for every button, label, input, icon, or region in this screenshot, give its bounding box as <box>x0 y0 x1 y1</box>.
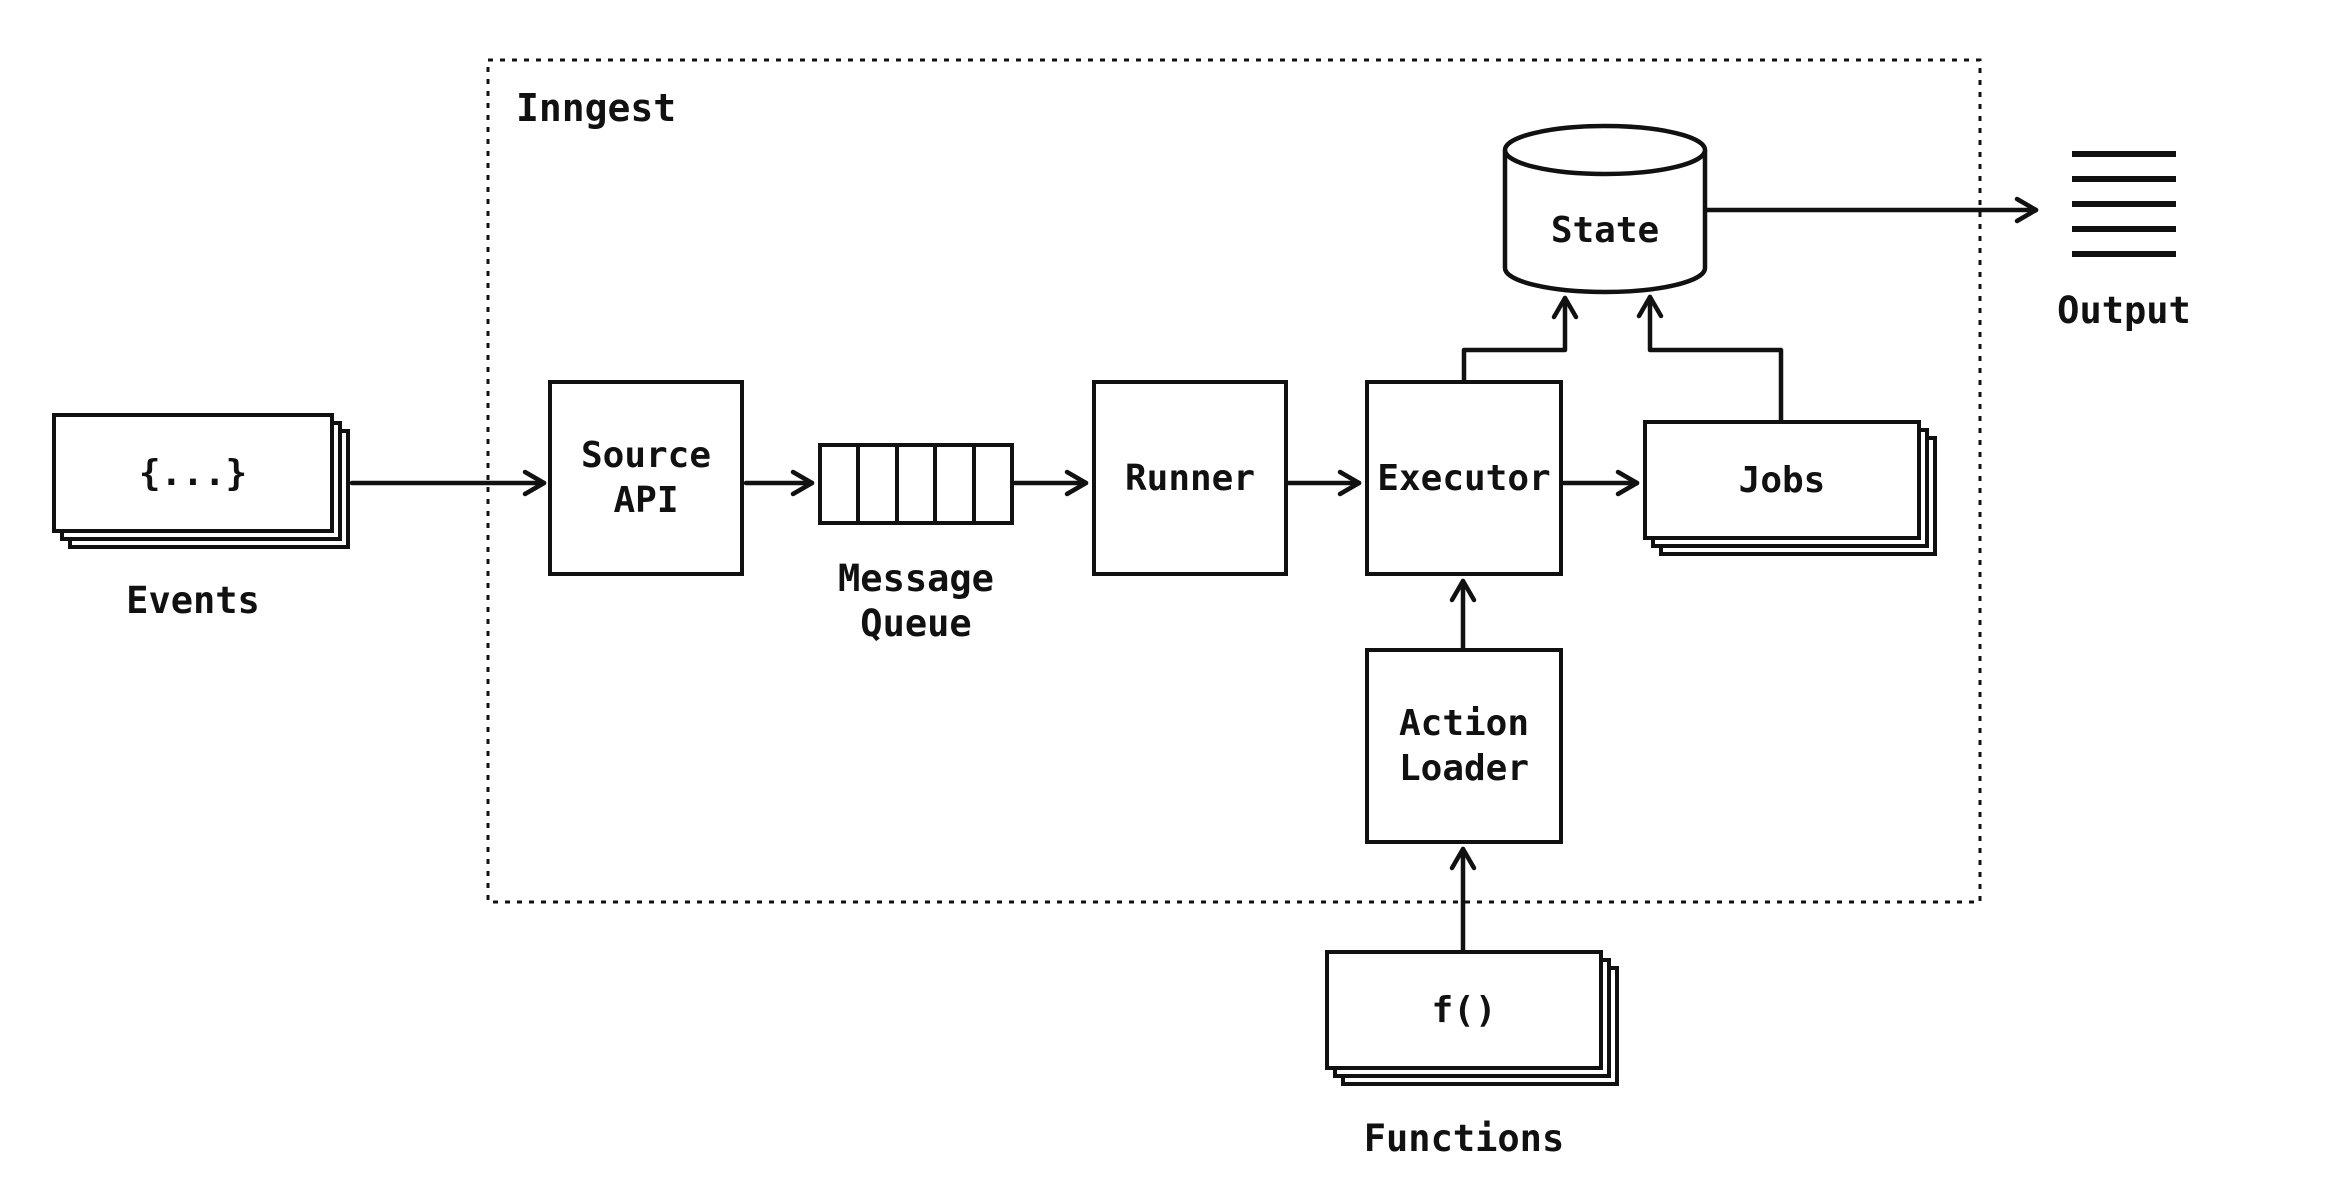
jobs-stack: Jobs <box>1643 420 1937 556</box>
executor-node: Executor <box>1365 380 1563 576</box>
events-card: {...} <box>52 413 334 533</box>
arrow-executor-to-state <box>1461 295 1579 383</box>
functions-label: Functions <box>1363 1117 1565 1160</box>
events-label: Events <box>126 579 260 622</box>
functions-card: f() <box>1325 950 1603 1070</box>
jobs-text: Jobs <box>1738 459 1826 501</box>
message-queue-cell <box>933 447 971 521</box>
jobs-card: Jobs <box>1643 420 1921 540</box>
message-queue-label: Message Queue <box>838 557 994 646</box>
events-card-text: {...} <box>138 452 248 494</box>
message-queue-node <box>818 443 1014 525</box>
message-queue-cell <box>856 447 894 521</box>
source-api-node: Source API <box>548 380 744 576</box>
runner-text: Runner <box>1124 457 1256 499</box>
events-stack: {...} <box>52 413 350 549</box>
functions-card-text: f() <box>1431 989 1497 1031</box>
action-loader-text: Action Loader <box>1398 703 1530 789</box>
state-text: State <box>1550 210 1660 251</box>
output-icon <box>2072 151 2176 257</box>
functions-stack: f() <box>1325 950 1619 1086</box>
output-label: Output <box>2057 289 2191 332</box>
message-queue-cell <box>822 447 856 521</box>
inngest-group-label: Inngest <box>516 86 677 130</box>
source-api-text: Source API <box>580 435 712 521</box>
executor-text: Executor <box>1377 457 1551 499</box>
runner-node: Runner <box>1092 380 1288 576</box>
message-queue-cell <box>894 447 933 521</box>
state-cylinder <box>1502 123 1708 295</box>
arrow-jobs-to-state <box>1636 294 1784 423</box>
message-queue-cell <box>971 447 1010 521</box>
inngest-group-border <box>486 58 1982 904</box>
action-loader-node: Action Loader <box>1365 648 1563 844</box>
